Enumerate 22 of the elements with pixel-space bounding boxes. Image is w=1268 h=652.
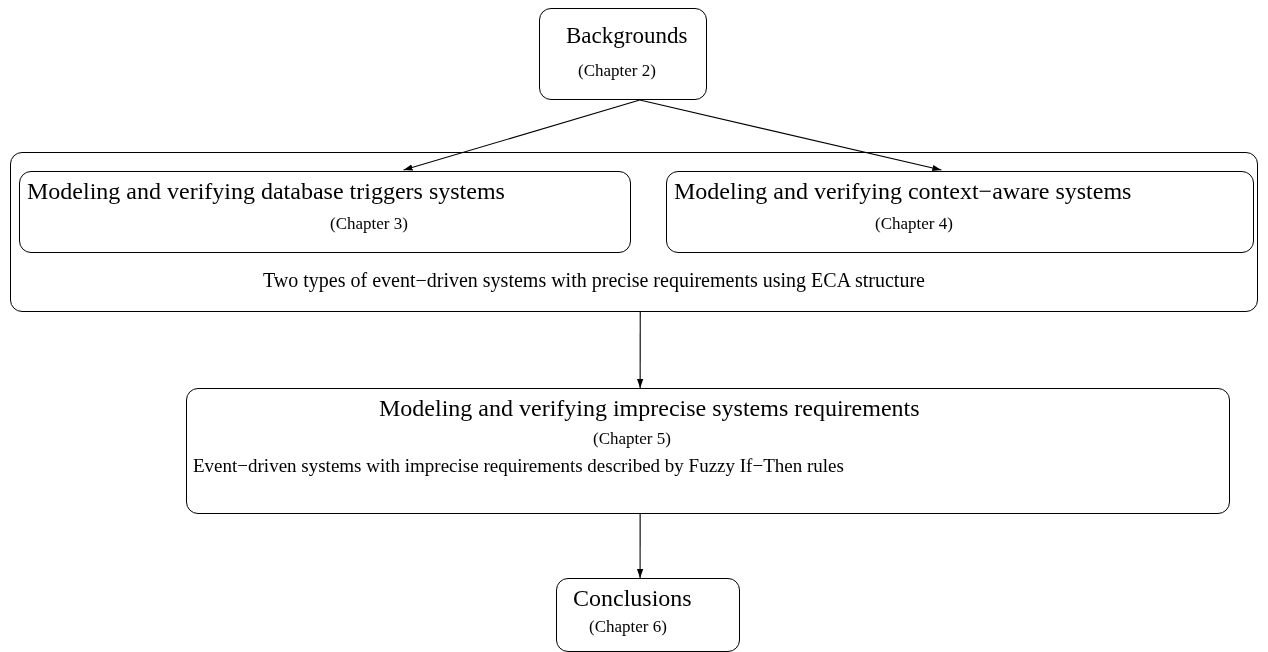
arrow: [636, 513, 644, 579]
arrow: [639, 99, 942, 172]
box-text: (Chapter 4): [875, 214, 953, 234]
process-box: [666, 171, 1254, 253]
box-title: Two types of event−driven systems with precise requirements using ECA structure: [263, 269, 925, 292]
process-box: [556, 578, 740, 652]
arrow: [403, 99, 641, 171]
process-box: [539, 8, 707, 100]
arrow: [637, 311, 644, 389]
box-title: Modeling and verifying imprecise systems requirements: [379, 395, 920, 423]
box-text: (Chapter 6): [589, 617, 667, 637]
box-title: Modeling and verifying context−aware systems: [674, 178, 1132, 206]
box-text: Event−driven systems with imprecise requirements described by Fuzzy If−Then rules: [193, 455, 844, 477]
group-box: [10, 152, 1258, 312]
box-title: Backgrounds: [566, 23, 688, 50]
box-text: (Chapter 5): [593, 429, 671, 449]
box-text: (Chapter 3): [330, 214, 408, 234]
box-text: (Chapter 2): [578, 61, 656, 81]
box-title: Modeling and verifying database triggers systems: [27, 178, 505, 206]
process-box: [186, 388, 1230, 514]
process-box: [19, 171, 631, 253]
box-title: Conclusions: [573, 585, 692, 613]
